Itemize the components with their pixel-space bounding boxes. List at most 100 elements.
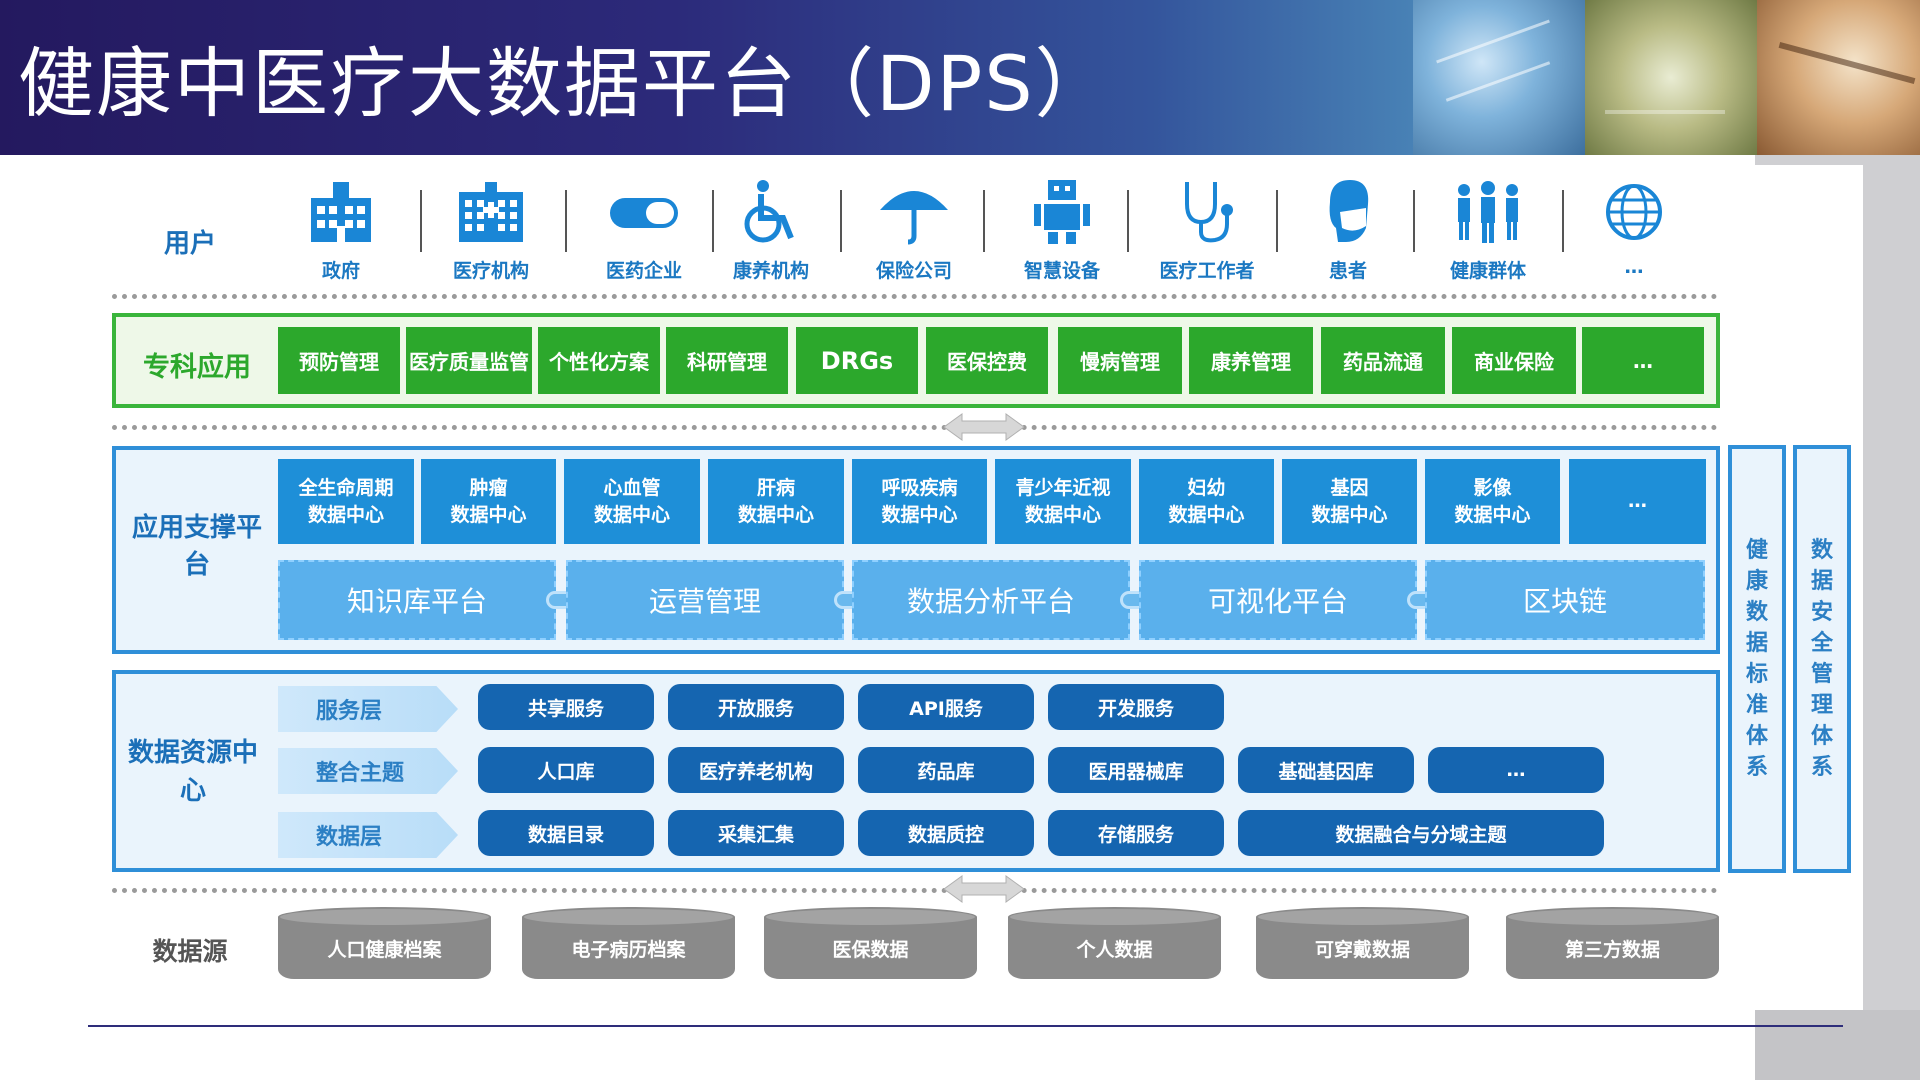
theme-item[interactable]: 药品库 [858, 747, 1034, 793]
data-center-line1: 呼吸疾病 [881, 476, 958, 499]
theme-item[interactable]: 基础基因库 [1238, 747, 1414, 793]
theme-item[interactable]: 人口库 [478, 747, 654, 793]
data-center-line2: 数据中心 [307, 503, 384, 526]
specialty-item[interactable]: 科研管理 [666, 327, 788, 394]
service-item[interactable]: API服务 [858, 684, 1034, 730]
row-label-data-resource: 数据资源中心 [128, 738, 259, 806]
data-center-line2: 数据中心 [450, 503, 527, 526]
data-center-item[interactable]: … [1569, 459, 1706, 544]
platform-visualization[interactable]: 可视化平台 [1139, 560, 1417, 640]
specialty-item[interactable]: 医保控费 [926, 327, 1048, 394]
theme-item[interactable]: 医疗养老机构 [668, 747, 844, 793]
data-center-item[interactable]: 肝病 数据中心 [708, 459, 844, 544]
user-insurance: 保险公司 [849, 178, 979, 288]
umbrella-icon [880, 191, 948, 245]
user-separator [712, 190, 714, 252]
user-separator [840, 190, 842, 252]
platform-knowledge-base[interactable]: 知识库平台 [278, 560, 556, 640]
data-source-label: 人口健康档案 [327, 939, 442, 961]
user-separator [1413, 190, 1415, 252]
specialty-item[interactable]: 康养管理 [1189, 327, 1313, 394]
pill-capsule-icon [610, 198, 678, 228]
row-label-specialty: 专科应用 [143, 352, 251, 383]
data-source-cylinder: 电子病历档案 [522, 907, 735, 982]
data-center-line1: 妇幼 [1187, 476, 1226, 499]
data-center-line1: 肝病 [756, 476, 795, 499]
data-source-label: 可穿戴数据 [1314, 939, 1410, 961]
data-center-line1: 影像 [1473, 476, 1512, 499]
user-health-group: 健康群体 [1423, 178, 1553, 288]
data-center-item[interactable]: 妇幼 数据中心 [1139, 459, 1274, 544]
government-building-icon [311, 182, 371, 242]
specialty-item[interactable]: 慢病管理 [1058, 327, 1182, 394]
data-layer-item[interactable]: 数据融合与分域主题 [1238, 810, 1604, 856]
data-layer-item[interactable]: 采集汇集 [668, 810, 844, 856]
specialty-item[interactable]: 预防管理 [278, 327, 400, 394]
data-source-cylinder: 医保数据 [764, 907, 977, 982]
data-center-item[interactable]: 心血管 数据中心 [564, 459, 700, 544]
user-label-medical-worker: 医疗工作者 [1159, 260, 1255, 282]
platform-data-analysis[interactable]: 数据分析平台 [852, 560, 1130, 640]
specialty-item[interactable]: 个性化方案 [538, 327, 660, 394]
layer-tag-service: 服务层 [278, 686, 458, 732]
specialty-item[interactable]: 药品流通 [1321, 327, 1445, 394]
service-item[interactable]: 开发服务 [1048, 684, 1224, 730]
theme-item[interactable]: … [1428, 747, 1604, 793]
user-label-pharma: 医药企业 [605, 260, 682, 282]
row-label-users: 用户 [163, 229, 216, 259]
theme-item[interactable]: 医用器械库 [1048, 747, 1224, 793]
double-arrow-icon [944, 875, 1024, 903]
user-hospital: 医疗机构 [426, 178, 556, 288]
data-center-item[interactable]: 青少年近视 数据中心 [995, 459, 1131, 544]
user-separator [1127, 190, 1129, 252]
row-label-data-source: 数据源 [152, 937, 228, 966]
data-center-line1: 肿瘤 [469, 476, 508, 499]
data-center-line2: 数据中心 [1168, 503, 1245, 526]
user-medical-worker: 医疗工作者 [1142, 178, 1272, 288]
user-government: 政府 [276, 178, 406, 288]
side-system-security: 数据安全管理体系 [1793, 445, 1851, 873]
row-label-app-support: 应用支撑平台 [132, 513, 263, 580]
data-source-cylinder: 第三方数据 [1506, 907, 1719, 982]
data-source-label: 个人数据 [1076, 939, 1153, 961]
service-item[interactable]: 共享服务 [478, 684, 654, 730]
data-layer-item[interactable]: 数据目录 [478, 810, 654, 856]
page-title: 健康中医疗大数据平台（DPS） [18, 39, 1113, 128]
header-photo-calculator [1413, 0, 1585, 155]
side-system-standards-text: 健康数据标准体系 [1745, 538, 1768, 780]
user-elderly-care: 康养机构 [706, 178, 836, 288]
data-source-label: 医保数据 [832, 939, 909, 961]
user-label-government: 政府 [321, 260, 360, 282]
stethoscope-icon [1185, 182, 1233, 243]
data-center-item[interactable]: 基因 数据中心 [1282, 459, 1417, 544]
specialty-item[interactable]: DRGs [796, 327, 918, 394]
header-photo-pen [1757, 0, 1920, 155]
data-center-item[interactable]: 肿瘤 数据中心 [421, 459, 556, 544]
specialty-item[interactable]: … [1582, 327, 1704, 394]
divider-dotted [112, 425, 1718, 430]
data-layer-item[interactable]: 数据质控 [858, 810, 1034, 856]
specialty-item[interactable]: 商业保险 [1452, 327, 1576, 394]
data-source-cylinder: 人口健康档案 [278, 907, 491, 982]
user-more: … [1569, 178, 1699, 288]
header-photo-keyboard [1585, 0, 1757, 155]
data-center-line2: 数据中心 [1311, 503, 1388, 526]
data-layer-item[interactable]: 存储服务 [1048, 810, 1224, 856]
service-item[interactable]: 开放服务 [668, 684, 844, 730]
data-center-item[interactable]: 呼吸疾病 数据中心 [852, 459, 987, 544]
platform-operations[interactable]: 运营管理 [566, 560, 844, 640]
user-label-insurance: 保险公司 [875, 260, 952, 282]
user-separator [983, 190, 985, 252]
user-separator [1562, 190, 1564, 252]
divider-dotted [112, 888, 1718, 893]
data-center-line2: 数据中心 [881, 503, 958, 526]
layer-tag-data: 数据层 [278, 812, 458, 858]
data-center-item[interactable]: 全生命周期 数据中心 [278, 459, 414, 544]
user-label-smart-device: 智慧设备 [1023, 260, 1100, 282]
specialty-item[interactable]: 医疗质量监管 [406, 327, 532, 394]
double-arrow-icon [944, 413, 1024, 441]
user-patient: 患者 [1283, 178, 1413, 288]
data-center-line2: 数据中心 [1454, 503, 1531, 526]
platform-blockchain[interactable]: 区块链 [1425, 560, 1705, 640]
data-center-item[interactable]: 影像 数据中心 [1425, 459, 1560, 544]
